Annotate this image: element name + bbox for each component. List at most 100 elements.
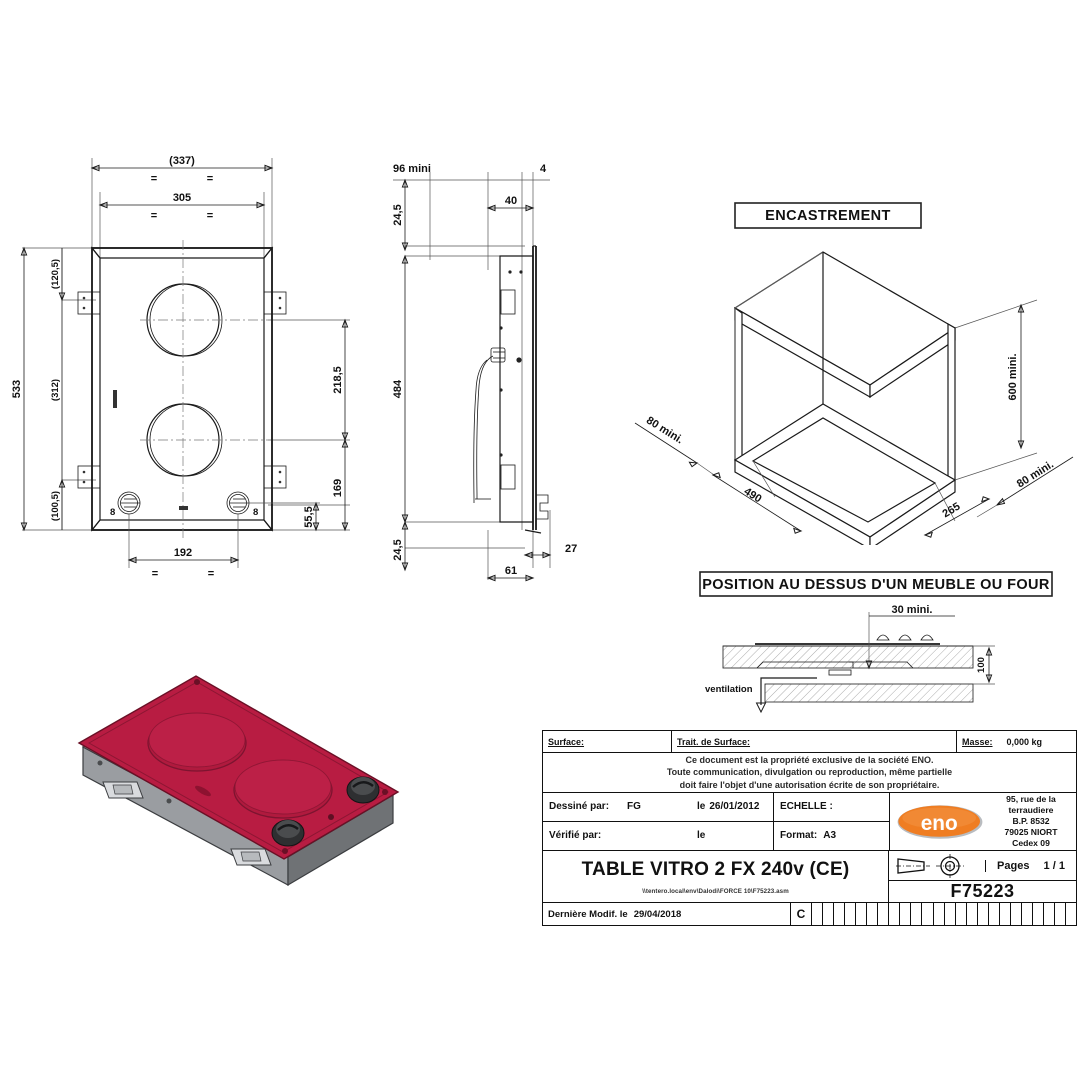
revision-cell [1065, 903, 1076, 925]
knob-right-3d [346, 776, 380, 804]
pages-value: 1 / 1 [1043, 859, 1065, 872]
dim-337-label: (337) [169, 155, 195, 167]
cabinet-isometric [733, 251, 957, 545]
dim-312-label: (312) [50, 379, 61, 401]
title-block-row-author: Dessiné par: FG le 26/01/2012 Vérifié pa… [543, 793, 1076, 851]
dim-cutout-width: 305 [98, 192, 266, 209]
dim-bottom-flange: 24,5 [392, 520, 409, 572]
revision-cell [1042, 903, 1054, 925]
revision-cell [932, 903, 944, 925]
revision-cell [976, 903, 988, 925]
revision-cell [987, 903, 999, 925]
drawn-date-prefix: le [697, 801, 706, 813]
dim-bracket-spacing: (312) [50, 300, 63, 480]
indicator-led [179, 506, 188, 510]
title-block-row-legal: Ce document est la propriété exclusive d… [543, 753, 1076, 793]
dim-169-label: 169 [332, 479, 344, 497]
ventilation-arrow [755, 677, 817, 714]
last-modified-label: Dernière Modif. le [548, 908, 628, 920]
encastrement-heading: ENCASTREMENT [765, 208, 891, 224]
revision-cell [921, 903, 932, 925]
dim-100-label: 100 [976, 657, 987, 673]
knob-left-3d [271, 819, 305, 847]
dim-30-mini-label: 30 mini. [892, 604, 933, 616]
dim-96-mini-label: 96 mini [393, 163, 431, 175]
last-modified-date: 29/04/2018 [633, 908, 682, 920]
revision-cell [822, 903, 833, 925]
revision-cell [910, 903, 921, 925]
dim-600-mini-label: 600 mini. [1007, 353, 1019, 400]
dim-80-mini-right: 80 mini. [995, 456, 1074, 506]
pages-label: Pages [997, 859, 1030, 872]
drawn-by-value: FG [627, 801, 641, 813]
dim-484: 484 [392, 254, 409, 524]
file-path: \\tentero.local\env\Dalodi\FORCE 10\F752… [642, 887, 789, 895]
dim-top-offset: (120,5) [50, 248, 66, 302]
dim-24-5-top-label: 24,5 [392, 204, 404, 225]
drawn-date-value: 26/01/2012 [709, 801, 760, 813]
revision-cell [965, 903, 977, 925]
checked-by-label: Vérifié par: [549, 830, 602, 842]
equal-mark-2: = [207, 173, 213, 185]
worktop-section [722, 634, 974, 676]
legal-line-2: Toute communication, divulgation ou repr… [666, 767, 953, 778]
dim-40-label: 40 [505, 195, 517, 207]
burner-ring-lower [233, 759, 333, 819]
dim-120-5-label: (120,5) [50, 259, 61, 289]
dim-192-label: 192 [174, 547, 192, 559]
corner-mark-right: 8 [253, 507, 258, 518]
title-block: Surface: Trait. de Surface: Masse: 0,000… [542, 730, 1077, 926]
equal-mark-5: = [152, 568, 158, 580]
revision-cell [1031, 903, 1043, 925]
revision-cell [899, 903, 910, 925]
lower-shelf-section [764, 683, 974, 703]
dim-100: 100 [976, 646, 993, 684]
dim-484-label: 484 [392, 379, 404, 398]
title-block-row-surface: Surface: Trait. de Surface: Masse: 0,000… [543, 731, 1076, 753]
dim-4-label: 4 [540, 163, 547, 175]
appliance-section [473, 245, 549, 534]
ventilation-label: ventilation [705, 684, 753, 695]
dim-61-label: 61 [505, 565, 517, 577]
revision-cell [888, 903, 899, 925]
revision-letter: C [790, 903, 811, 925]
dim-80-mini-left: 80 mini. [634, 415, 699, 468]
dim-overall-height: 533 [11, 246, 28, 532]
dim-80-mini-right-label: 80 mini. [1015, 459, 1056, 491]
revision-cell [811, 903, 822, 925]
dim-218-5: 218,5 [332, 318, 349, 442]
legal-line-3: doit faire l'objet d'une autorisation éc… [679, 779, 940, 790]
legal-line-1: Ce document est la propriété exclusive d… [685, 754, 934, 765]
revision-cell [954, 903, 966, 925]
revision-cell [943, 903, 955, 925]
revision-cell [1054, 903, 1065, 925]
surface-label: Surface: [548, 736, 585, 747]
drawn-by-label: Dessiné par: [549, 801, 610, 813]
address-line-1: 95, rue de la terraudiere [1006, 794, 1056, 815]
dim-600-mini: 600 mini. [1007, 303, 1025, 450]
dim-533-label: 533 [11, 380, 23, 398]
dim-55-5: 55,5 [303, 501, 320, 532]
side-label-mark [113, 390, 117, 408]
corner-mark-left: 8 [110, 507, 115, 518]
equal-mark-1: = [151, 173, 157, 185]
first-angle-projection-icon [896, 853, 964, 878]
revision-cell [855, 903, 866, 925]
dim-169: 169 [332, 438, 349, 532]
top-plan-view: (337) = = 305 = = 533 [0, 140, 370, 600]
dim-100-5-label: (100,5) [50, 491, 61, 521]
title-block-row-revision: Dernière Modif. le 29/04/2018 C [543, 903, 1076, 925]
dim-bottom-offset: (100,5) [50, 478, 66, 530]
cooktop-outline [90, 246, 274, 532]
dim-61: 61 [486, 565, 535, 582]
treatment-label: Trait. de Surface: [677, 736, 751, 747]
equal-mark-6: = [208, 568, 214, 580]
equal-mark-3: = [151, 210, 157, 222]
mounting-clip-2 [230, 848, 272, 866]
mounting-brackets [77, 291, 287, 489]
revision-cell [844, 903, 855, 925]
dim-305-label: 305 [173, 192, 191, 204]
dim-55-5-label: 55,5 [303, 506, 315, 527]
format-value: A3 [823, 830, 837, 842]
